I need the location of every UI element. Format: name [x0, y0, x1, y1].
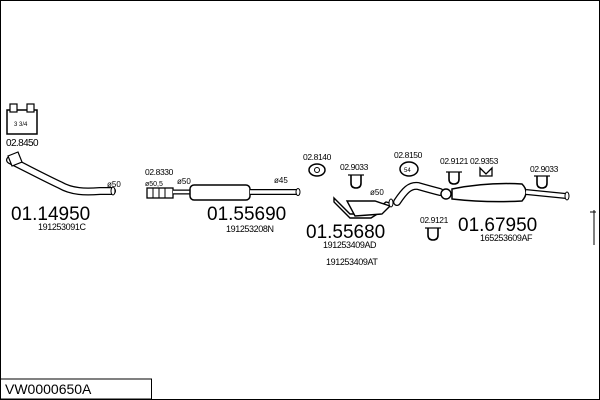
accessory-code: 02.9121	[440, 156, 469, 166]
u-clamp-icon	[425, 227, 441, 241]
u-clamp-icon	[446, 171, 462, 185]
flange-icon	[6, 109, 38, 135]
rear-silencer-drawing	[393, 181, 570, 206]
oem-number: 191253091C	[38, 222, 86, 232]
front-pipe-drawing: 3 3/4	[6, 103, 116, 196]
pipe-diameter: ø50	[107, 180, 121, 189]
front-silencer-drawing	[173, 184, 301, 201]
u-clamp-icon	[348, 174, 364, 189]
clamp-diameter: ø50,5	[145, 181, 163, 188]
oem-number: 191253208N	[226, 224, 274, 234]
part-number: 01.55680	[306, 222, 385, 243]
accessory-code: 02.9121	[420, 215, 449, 225]
accessory-code: 02.9033	[340, 162, 369, 172]
clamp-drawing	[146, 187, 174, 199]
part-number: 01.55690	[207, 204, 286, 225]
gasket-icon: 54	[399, 161, 419, 177]
u-clamp-icon	[534, 175, 550, 189]
accessory-code: 02.9033	[530, 164, 559, 174]
part-number: 01.14950	[11, 204, 90, 225]
accessory-code: 02.8140	[303, 152, 332, 162]
flange-label: 3 3/4	[14, 122, 28, 128]
hanger-icon	[308, 163, 326, 177]
part-number: 01.67950	[458, 215, 537, 236]
pipe-diameter: ø50	[370, 188, 384, 197]
pipe-diameter: ø45	[274, 176, 288, 185]
accessory-code: 02.9353	[470, 156, 499, 166]
accessory-code: 02.8450	[6, 138, 39, 149]
accessory-code: 02.8150	[394, 150, 423, 160]
svg-text:54: 54	[404, 168, 411, 174]
code-box: VW0000650A	[0, 378, 152, 400]
oem-number: 165253609AF	[480, 233, 533, 243]
accessory-code: 02.8330	[145, 167, 174, 177]
bracket-icon	[479, 166, 493, 177]
oem-number: 191253409AT	[326, 257, 378, 267]
pipe-diameter: ø50	[177, 177, 191, 186]
intermediate-silencer-drawing	[333, 196, 394, 219]
diagram-code: VW0000650A	[5, 381, 92, 397]
oem-number: 191253409AD	[323, 240, 377, 250]
